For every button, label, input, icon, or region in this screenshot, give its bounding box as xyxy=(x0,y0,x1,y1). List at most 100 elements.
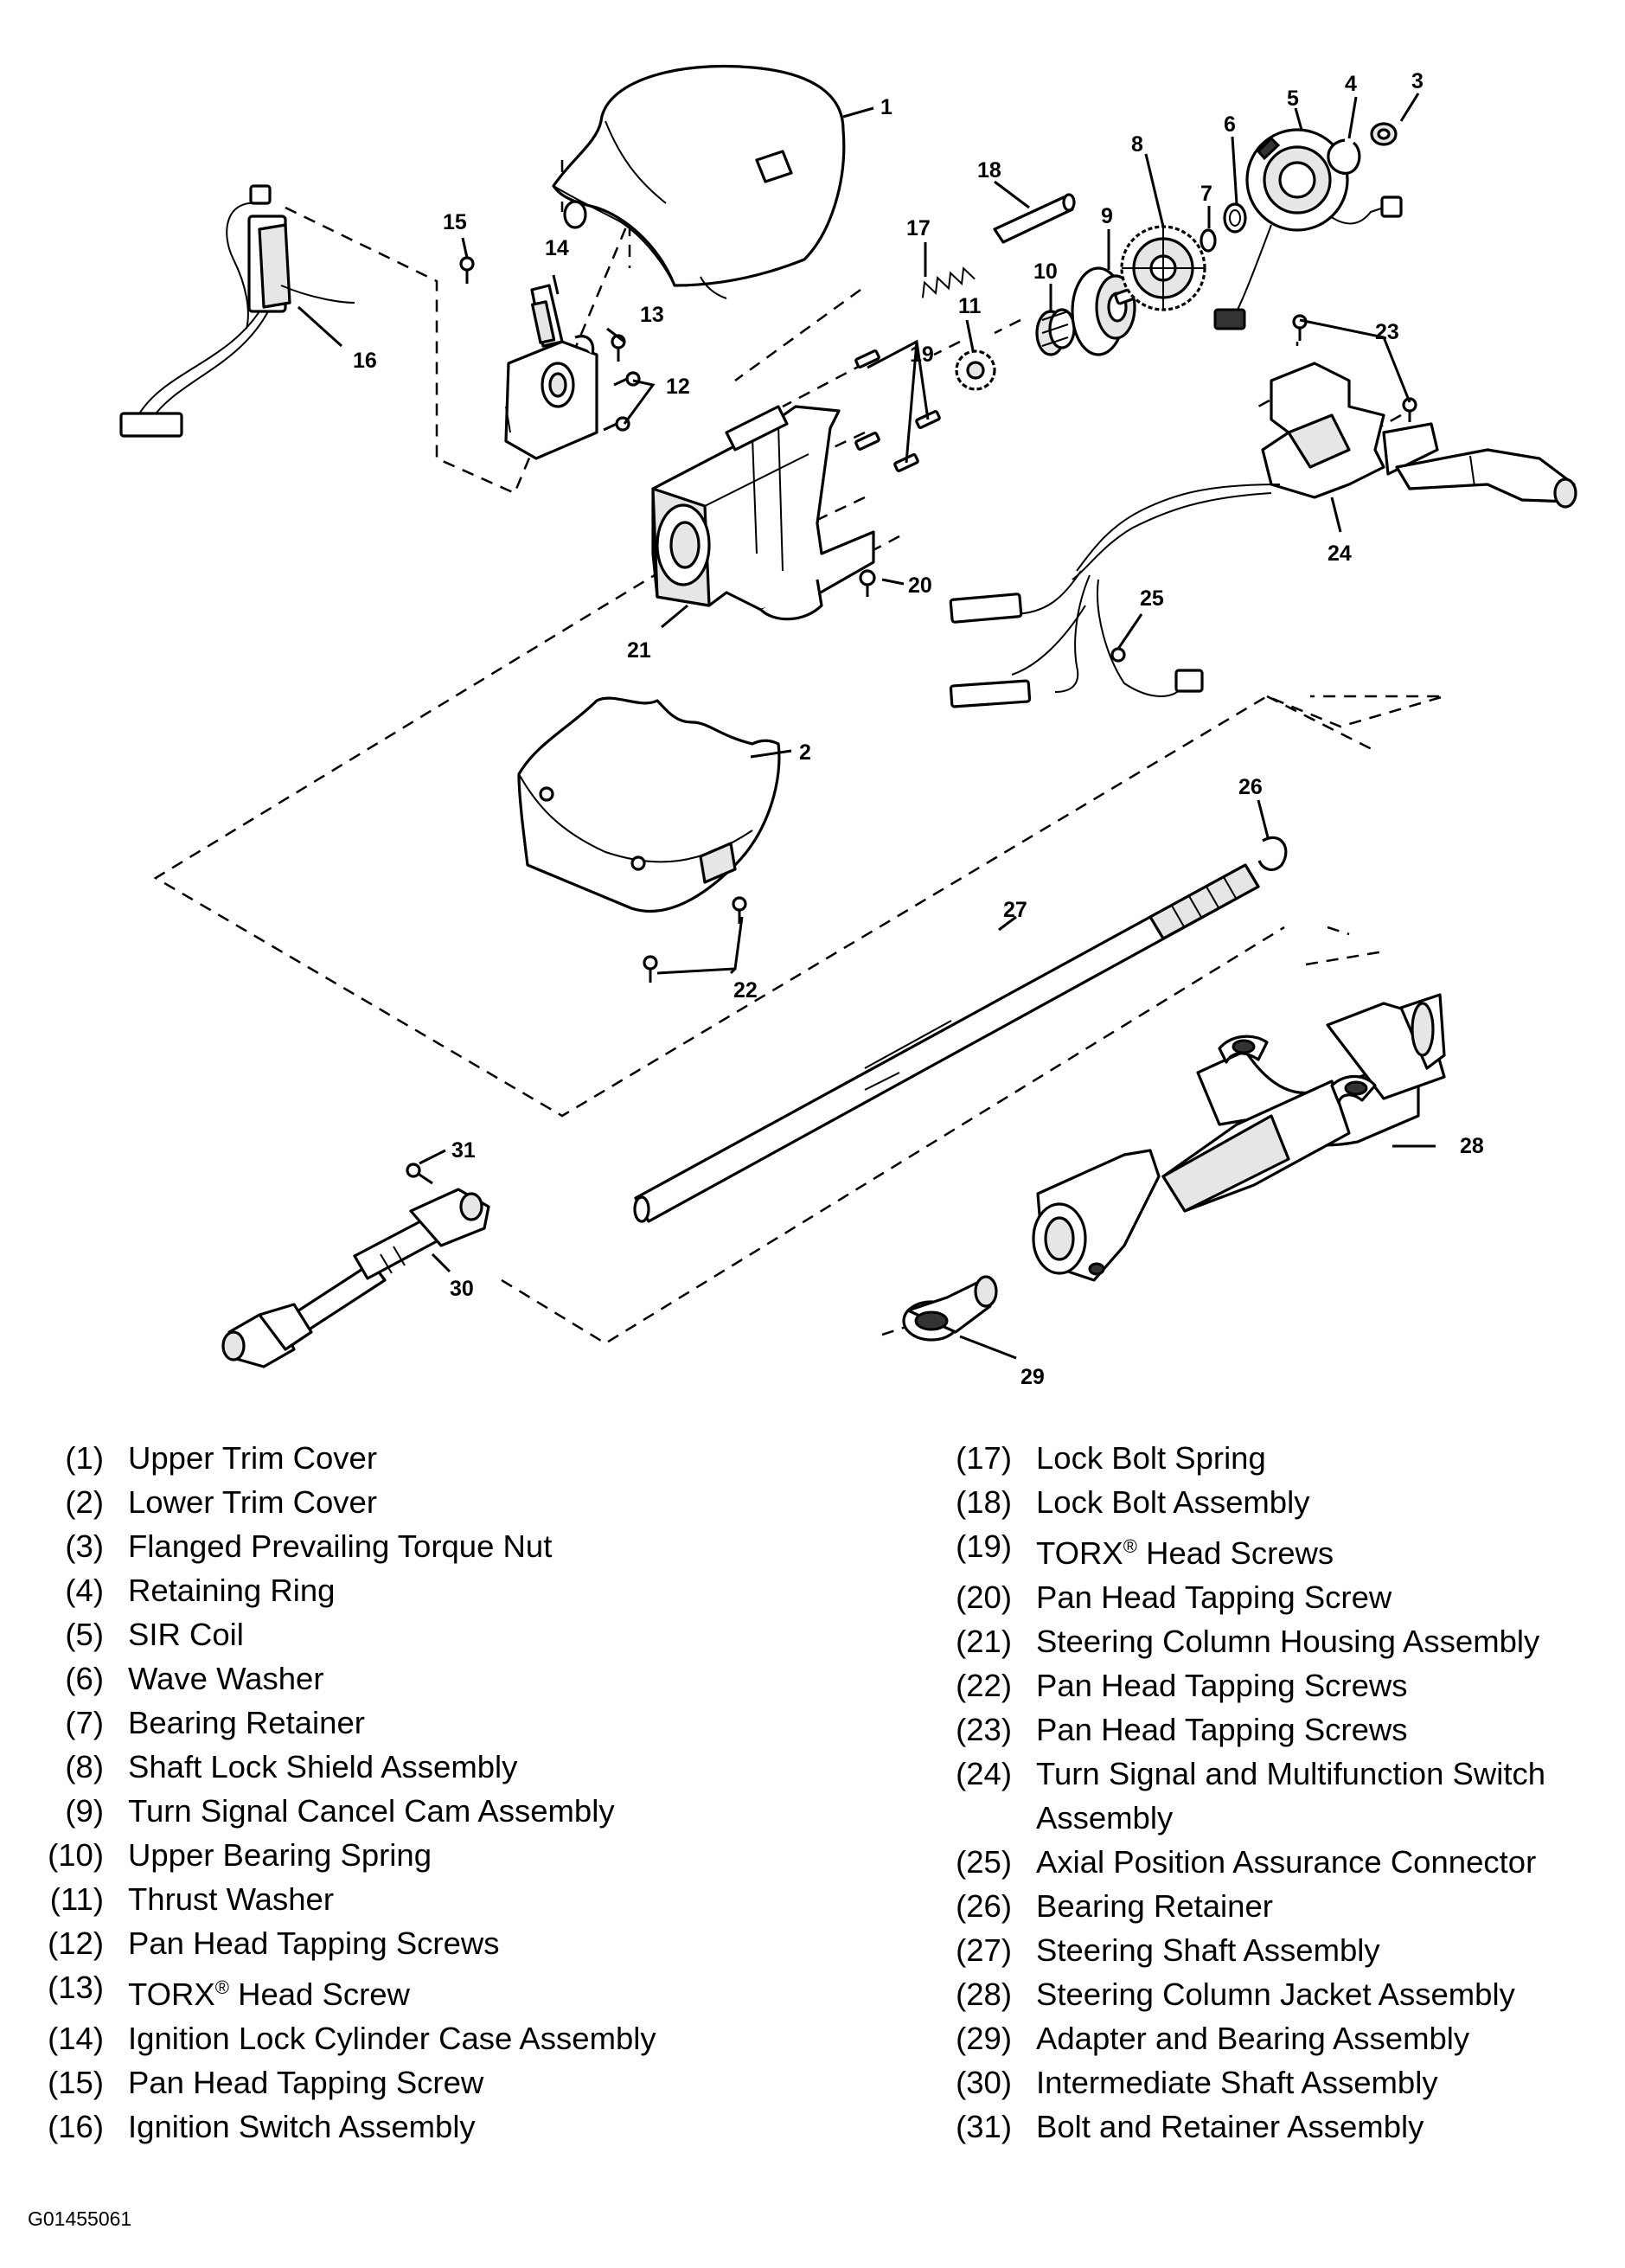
legend-item-number: (20) xyxy=(956,1579,1012,1616)
callout-30: 30 xyxy=(450,1277,474,1301)
legend-item-name: Steering Shaft Assembly xyxy=(1036,1928,1617,1972)
legend-item: (2) Lower Trim Cover xyxy=(26,1480,917,1524)
legend-item: (17)Lock Bolt Spring xyxy=(934,1436,1617,1480)
part-10-upper-bearing-spring xyxy=(1035,308,1076,356)
legend-item-name: Pan Head Tapping Screws xyxy=(1036,1707,1617,1752)
legend-item: (31)Bolt and Retainer Assembly xyxy=(934,2105,1617,2149)
legend-item-number: (10) xyxy=(48,1837,104,1873)
callout-numbers: 1 2 3 4 5 6 7 8 9 10 11 12 13 14 15 16 1… xyxy=(353,69,1484,1389)
steering-column-exploded-diagram: 1 2 3 4 5 6 7 8 9 10 11 12 13 14 15 16 1… xyxy=(119,64,1577,1389)
legend-item: (21) Steering Column Housing Assembly xyxy=(934,1619,1617,1663)
legend-item-name: Turn Signal and Multifunction Switch Ass… xyxy=(1036,1752,1617,1840)
legend-item-label-suffix: Head Screw xyxy=(228,1976,410,2013)
legend-item-label: Pan Head Tapping Screw xyxy=(128,2065,484,2101)
legend-item-label: Pan Head Tapping Screws xyxy=(1036,1668,1408,1704)
legend-item-number: (14) xyxy=(48,2021,104,2057)
legend-item: (22) Pan Head Tapping Screws xyxy=(934,1663,1617,1707)
part-29-adapter-and-bearing xyxy=(902,1275,998,1342)
legend-item-number: (22) xyxy=(956,1668,1012,1704)
legend-item-name: Lower Trim Cover xyxy=(128,1480,917,1524)
legend-item: (24)Turn Signal and Multifunction Switch… xyxy=(934,1752,1617,1840)
callout-leader-lines xyxy=(297,93,1436,1360)
callout-18: 18 xyxy=(977,158,1001,183)
legend-item: (14)Ignition Lock Cylinder Case Assembly xyxy=(26,2016,917,2060)
callout-1: 1 xyxy=(880,95,892,119)
legend-item-number: (23) xyxy=(956,1712,1012,1748)
legend-item-label: Steering Column Housing Assembly xyxy=(1036,1624,1540,1660)
part-21-steering-column-housing xyxy=(651,405,875,621)
part-14-ignition-lock-cylinder-case xyxy=(504,284,598,460)
legend-item-name: Turn Signal Cancel Cam Assembly xyxy=(128,1789,917,1833)
legend-item-label: Bearing Retainer xyxy=(1036,1888,1273,1925)
legend-item-number: (11) xyxy=(49,1881,104,1917)
legend-item-label-suffix: Head Screws xyxy=(1136,1535,1334,1572)
callout-31: 31 xyxy=(451,1138,476,1163)
legend-item-name: Bearing Retainer xyxy=(1036,1884,1617,1928)
legend-item-label: Pan Head Tapping Screws xyxy=(1036,1712,1408,1748)
wiring-harness xyxy=(949,484,1281,708)
legend-item-label: Intermediate Shaft Assembly xyxy=(1036,2065,1438,2101)
legend-item-name: Thrust Washer xyxy=(128,1877,917,1921)
legend-item-label: Turn Signal Cancel Cam Assembly xyxy=(128,1793,615,1829)
legend-item-label: Pan Head Tapping Screws xyxy=(128,1925,500,1961)
callout-13: 13 xyxy=(640,303,664,327)
legend-item: (15) Pan Head Tapping Screw xyxy=(26,2060,917,2105)
legend-item-label: Steering Column Jacket Assembly xyxy=(1036,1976,1515,2013)
legend-item: (29)Adapter and Bearing Assembly xyxy=(934,2016,1617,2060)
legend-item-number: (21) xyxy=(956,1624,1012,1660)
callout-8: 8 xyxy=(1131,132,1143,157)
part-9-turn-signal-cancel-cam xyxy=(1071,266,1144,356)
legend-item-number: (30) xyxy=(956,2065,1012,2101)
legend-item-label: Adapter and Bearing Assembly xyxy=(1036,2021,1470,2057)
legend-item-name: Pan Head Tapping Screws xyxy=(128,1921,917,1965)
legend-item-label: Upper Trim Cover xyxy=(128,1440,378,1476)
callout-12: 12 xyxy=(666,375,690,399)
part-11-thrust-washer xyxy=(955,349,996,391)
legend-item: (12)Pan Head Tapping Screws xyxy=(26,1921,917,1965)
legend-item-name: Ignition Switch Assembly xyxy=(128,2105,917,2149)
legend-item-number: (7) xyxy=(65,1705,104,1740)
legend-item-number: (26) xyxy=(956,1888,1012,1925)
callout-15: 15 xyxy=(443,210,467,234)
legend-item-number: (13) xyxy=(48,1970,104,2005)
legend-item-name: Bolt and Retainer Assembly xyxy=(1036,2105,1617,2149)
callout-11: 11 xyxy=(958,294,982,318)
part-26-bearing-retainer xyxy=(1257,836,1288,872)
legend-item-number: (25) xyxy=(956,1844,1012,1880)
part-3-flanged-nut xyxy=(1370,122,1398,146)
legend-item-label: Steering Shaft Assembly xyxy=(1036,1932,1380,1969)
legend-item-name: Pan Head Tapping Screws xyxy=(1036,1663,1617,1707)
callout-3: 3 xyxy=(1411,69,1423,93)
callout-9: 9 xyxy=(1101,204,1113,228)
legend-item-number: (19) xyxy=(956,1528,1012,1564)
legend-item-number: (9) xyxy=(65,1793,104,1829)
legend-item: (8)Shaft Lock Shield Assembly xyxy=(26,1745,917,1789)
legend-item: (3)Flanged Prevailing Torque Nut xyxy=(26,1524,917,1568)
legend-item-number: (5) xyxy=(65,1617,104,1652)
parts-legend-left: (1)Upper Trim Cover(2)Lower Trim Cover(3… xyxy=(26,1436,917,2149)
callout-29: 29 xyxy=(1020,1365,1045,1389)
legend-item-number: (2) xyxy=(65,1484,104,1520)
callout-27: 27 xyxy=(1003,898,1027,922)
legend-item-label: Ignition Switch Assembly xyxy=(128,2109,476,2145)
part-24-multifunction-switch xyxy=(1261,362,1577,509)
legend-item: (19)TORX® Head Screws xyxy=(934,1524,1617,1575)
callout-19: 19 xyxy=(910,343,934,367)
legend-item-name: Upper Bearing Spring xyxy=(128,1833,917,1877)
part-18-lock-bolt-assembly xyxy=(993,193,1076,244)
legend-item: (7) Bearing Retainer xyxy=(26,1701,917,1745)
legend-item-name: Pan Head Tapping Screw xyxy=(128,2060,917,2105)
part-17-lock-bolt-spring xyxy=(921,266,976,298)
legend-item: (6)Wave Washer xyxy=(26,1656,917,1701)
legend-item: (25) Axial Position Assurance Connector xyxy=(934,1840,1617,1884)
legend-item-label: Shaft Lock Shield Assembly xyxy=(128,1749,518,1784)
legend-item-name: Pan Head Tapping Screw xyxy=(1036,1575,1617,1619)
legend-item-label: Bearing Retainer xyxy=(128,1705,365,1740)
legend-item-number: (16) xyxy=(48,2109,104,2145)
legend-item-number: (15) xyxy=(48,2065,104,2101)
legend-item-number: (18) xyxy=(956,1484,1012,1520)
legend-item-name: Axial Position Assurance Connector xyxy=(1036,1840,1617,1884)
callout-22: 22 xyxy=(733,978,758,1003)
registered-mark: ® xyxy=(214,1976,229,1998)
callout-21: 21 xyxy=(627,638,651,663)
